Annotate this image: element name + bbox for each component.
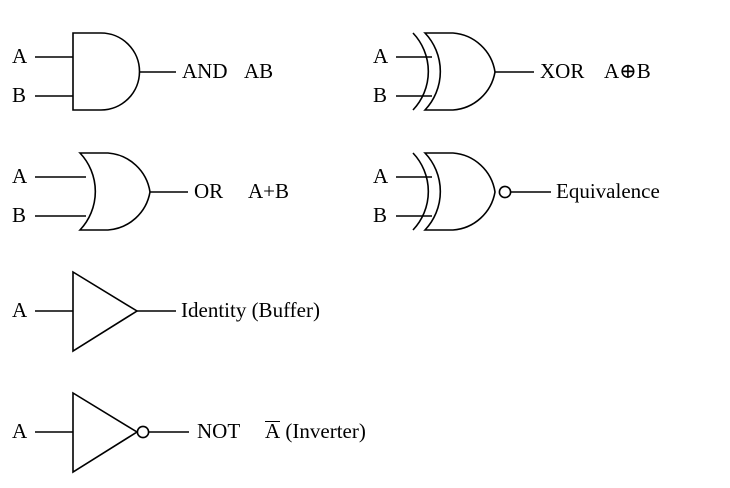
xnor-inversion-bubble-icon [498,185,512,199]
not-input-a-label: A [12,419,28,443]
xor-extra-arc [412,32,430,111]
xnor-input-b-label: B [373,203,388,227]
xnor-extra-arc [412,152,430,231]
xor-input-b-label: B [373,83,388,107]
buffer-gate-symbol [35,270,176,353]
not-inversion-bubble-icon [136,425,150,439]
buffer-input-a-label: A [12,298,28,322]
or-gate-expression-label: A+B [248,179,290,203]
and-input-b-label: B [12,83,27,107]
equivalence-gate-symbol [396,152,551,231]
and-gate-name-label: AND [182,59,228,83]
equivalence-gate-name-label: Equivalence [556,179,660,203]
xnor-input-a-label: A [373,164,389,188]
xor-expr-operand-b: B [636,59,651,83]
xor-gate-symbol [396,32,534,111]
xor-gate-expression-label: A⊕B [604,61,651,82]
xor-expr-operand-a: A [604,59,620,83]
not-gate-symbol [35,391,189,474]
not-expr-suffix: (Inverter) [280,419,366,443]
xor-operator-icon: ⊕ [619,59,637,83]
xor-input-a-label: A [373,44,389,68]
or-gate-body [78,152,151,231]
xor-gate-body [423,32,496,111]
xnor-gate-body [423,152,496,231]
and-input-a-label: A [12,44,28,68]
or-input-b-label: B [12,203,27,227]
not-expr-negated-a: A [265,419,281,443]
and-gate-body [72,32,141,111]
or-gate-symbol [35,152,188,231]
buffer-gate-name-label: Identity (Buffer) [181,298,320,322]
not-gate-expression-label: A (Inverter) [265,421,366,442]
and-gate-symbol [35,32,176,111]
or-input-a-label: A [12,164,28,188]
not-gate-name-label: NOT [197,419,241,443]
xor-gate-name-label: XOR [540,59,585,83]
and-gate-expression-label: AB [244,59,274,83]
buffer-gate-body [72,270,139,353]
not-gate-body [72,391,139,474]
or-gate-name-label: OR [194,179,224,203]
